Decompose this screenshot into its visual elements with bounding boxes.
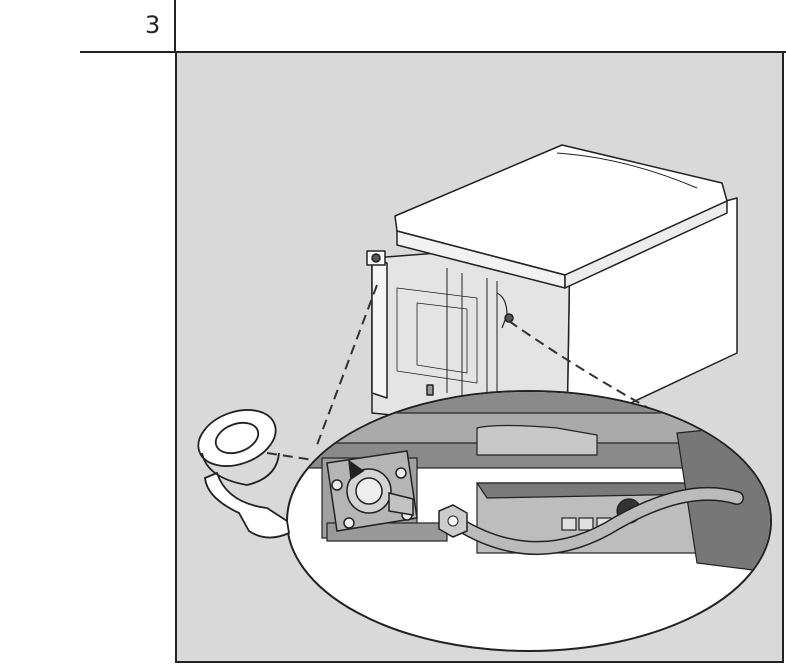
- step-number: 3: [145, 11, 161, 39]
- header-horizontal-divider: [80, 51, 786, 53]
- header-vertical-divider: [174, 0, 176, 52]
- illustration-svg: [197, 144, 772, 652]
- hose-clamp-icon: [326, 450, 418, 532]
- dishwasher-icon: [366, 144, 738, 434]
- rubber-plug-icon: [197, 409, 291, 539]
- illustration-panel: [175, 53, 784, 663]
